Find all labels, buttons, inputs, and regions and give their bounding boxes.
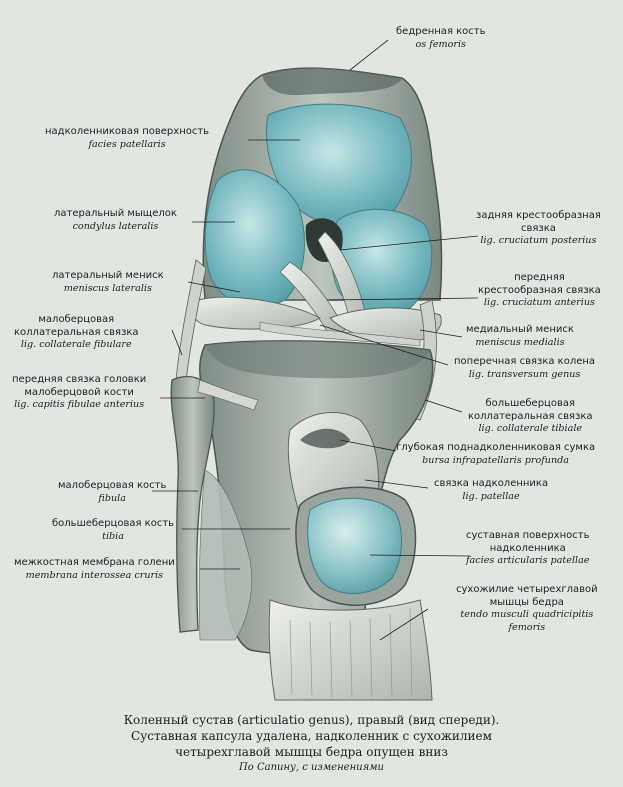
label-tibia-la: tibia bbox=[102, 530, 124, 542]
label-fibula: малоберцовая кость fibula bbox=[58, 480, 166, 505]
label-anterior-cruciate: передняя крестообразная связка lig. cruc… bbox=[478, 272, 601, 310]
label-medial-meniscus-la: meniscus medialis bbox=[475, 336, 565, 348]
figure-caption-line1: Коленный сустав (articulatio genus), пра… bbox=[123, 713, 500, 727]
leader-medial-meniscus bbox=[419, 329, 463, 338]
femur-top-shadow bbox=[262, 68, 402, 96]
transverse-ligament bbox=[259, 321, 421, 347]
fibula-bone bbox=[170, 376, 215, 633]
interosseous-membrane bbox=[198, 469, 252, 641]
label-quadriceps-tendon-la2: femoris bbox=[508, 621, 546, 633]
label-lateral-condyle: латеральный мыщелок condylus lateralis bbox=[54, 208, 177, 233]
label-lateral-condyle-la: condylus lateralis bbox=[72, 220, 159, 232]
label-patellar-surface-la: facies patellaris bbox=[88, 138, 166, 150]
label-deep-bursa-ru: глубокая поднадколенниковая сумка bbox=[396, 442, 596, 453]
label-anterior-cruciate-ru2: крестообразная связка bbox=[478, 284, 601, 296]
label-deep-bursa: глубокая поднадколенниковая сумка bursa … bbox=[396, 442, 595, 467]
patella-articular-surface bbox=[307, 497, 402, 594]
leader-fibular-collateral bbox=[171, 329, 183, 356]
label-posterior-cruciate-ru2: связка bbox=[520, 222, 556, 234]
label-fibular-head-ligament-la: lig. capitis fibulae anterius bbox=[14, 399, 145, 410]
label-posterior-cruciate-ru1: задняя крестообразная bbox=[476, 210, 601, 221]
label-tibial-collateral-ru2: коллатеральная связка bbox=[468, 410, 593, 422]
label-interosseous-membrane-ru: межкостная мембрана голени bbox=[14, 557, 175, 568]
leader-lateral-meniscus bbox=[187, 281, 241, 293]
label-lateral-meniscus: латеральный мениск meniscus lateralis bbox=[52, 270, 164, 295]
leader-posterior-cruciate bbox=[339, 235, 479, 251]
label-fibular-collateral-ru2: коллатеральная связка bbox=[14, 326, 139, 338]
label-articular-surface-patella: суставная поверхность надколенника facie… bbox=[466, 530, 590, 568]
label-femur: бедренная кость os femoris bbox=[396, 26, 486, 51]
label-tibial-collateral: большеберцовая коллатеральная связка lig… bbox=[468, 398, 593, 436]
leader-transverse bbox=[319, 324, 449, 366]
figure-caption-line3: четырехглавой мышцы бедра опущен вниз bbox=[175, 745, 448, 759]
label-posterior-cruciate-la: lig. cruciatum posterius bbox=[480, 235, 597, 246]
label-deep-bursa-la: bursa infrapatellaris profunda bbox=[422, 454, 569, 466]
label-patellar-ligament-ru: связка надколенника bbox=[434, 478, 549, 489]
label-fibular-head-ligament: передняя связка головки малоберцовой кос… bbox=[12, 374, 146, 412]
label-patellar-ligament: связка надколенника lig. patellae bbox=[434, 478, 548, 503]
label-quadriceps-tendon-la1: tendo musculi quadricipitis bbox=[460, 609, 594, 620]
label-fibular-collateral-ru1: малоберцовая bbox=[38, 314, 115, 325]
label-interosseous-membrane-la: membrana interossea cruris bbox=[25, 569, 164, 581]
label-lateral-meniscus-la: meniscus lateralis bbox=[63, 282, 152, 294]
label-medial-meniscus: медиальный мениск meniscus medialis bbox=[466, 324, 574, 349]
label-fibular-collateral: малоберцовая коллатеральная связка lig. … bbox=[14, 314, 139, 352]
quadriceps-tendon-fibers bbox=[289, 607, 413, 698]
lateral-meniscus bbox=[191, 296, 322, 330]
label-tibia: большеберцовая кость tibia bbox=[52, 518, 174, 543]
leader-lines bbox=[152, 39, 479, 641]
label-tibia-ru: большеберцовая кость bbox=[52, 518, 175, 529]
label-articular-surface-patella-ru1: суставная поверхность bbox=[466, 530, 590, 541]
figure-caption-line2: Суставная капсула удалена, надколенник с… bbox=[131, 729, 492, 743]
label-anterior-cruciate-ru1: передняя bbox=[514, 272, 565, 283]
figure-credit: По Сапину, с изменениями bbox=[239, 762, 384, 773]
label-fibula-la: fibula bbox=[98, 492, 126, 504]
label-lateral-meniscus-ru: латеральный мениск bbox=[52, 270, 164, 281]
label-fibula-ru: малоберцовая кость bbox=[58, 480, 167, 491]
label-patellar-surface-ru: надколенниковая поверхность bbox=[45, 126, 210, 137]
label-femur-ru: бедренная кость bbox=[396, 26, 486, 37]
label-quadriceps-tendon: сухожилие четырехглавой мышцы бедра tend… bbox=[456, 584, 598, 634]
label-articular-surface-patella-la: facies articularis patellae bbox=[466, 555, 590, 566]
leader-quadriceps bbox=[379, 608, 429, 641]
label-quadriceps-tendon-ru2: мышцы бедра bbox=[489, 596, 564, 608]
label-transverse-ligament-la: lig. transversum genus bbox=[468, 368, 581, 380]
label-interosseous-membrane: межкостная мембрана голени membrana inte… bbox=[14, 557, 175, 582]
label-transverse-ligament-ru: поперечная связка колена bbox=[454, 356, 596, 367]
label-transverse-ligament: поперечная связка колена lig. transversu… bbox=[454, 356, 595, 381]
label-femur-la: os femoris bbox=[415, 38, 466, 50]
label-fibular-head-ligament-ru1: передняя связка головки bbox=[12, 374, 147, 385]
leader-articular-patella bbox=[369, 554, 471, 557]
leader-patellar-ligament bbox=[364, 479, 429, 489]
label-fibular-collateral-la: lig. collaterale fibulare bbox=[20, 339, 132, 350]
label-posterior-cruciate: задняя крестообразная связка lig. crucia… bbox=[476, 210, 601, 248]
label-articular-surface-patella-ru2: надколенника bbox=[489, 542, 566, 554]
label-fibular-head-ligament-ru2: малоберцовой кости bbox=[24, 386, 134, 398]
label-quadriceps-tendon-ru1: сухожилие четырехглавой bbox=[456, 584, 598, 595]
leader-deep-bursa bbox=[339, 439, 397, 452]
leader-femur bbox=[349, 39, 389, 71]
lateral-condyle-cartilage bbox=[204, 169, 305, 308]
label-anterior-cruciate-la: lig. cruciatum anterius bbox=[483, 297, 595, 308]
label-patellar-ligament-la: lig. patellae bbox=[462, 490, 520, 502]
label-medial-meniscus-ru: медиальный мениск bbox=[466, 324, 574, 335]
fibular-head-ligament bbox=[197, 379, 259, 411]
tibia-plateau-shadow bbox=[205, 340, 430, 379]
label-patellar-surface: надколенниковая поверхность facies patel… bbox=[45, 126, 209, 151]
label-tibial-collateral-ru1: большеберцовая bbox=[485, 398, 576, 409]
leader-tibial-collateral bbox=[424, 399, 463, 413]
label-lateral-condyle-ru: латеральный мыщелок bbox=[54, 208, 177, 219]
label-tibial-collateral-la: lig. collaterale tibiale bbox=[478, 423, 583, 434]
deep-infrapatellar-bursa bbox=[300, 428, 350, 449]
leader-anterior-cruciate bbox=[329, 297, 479, 301]
